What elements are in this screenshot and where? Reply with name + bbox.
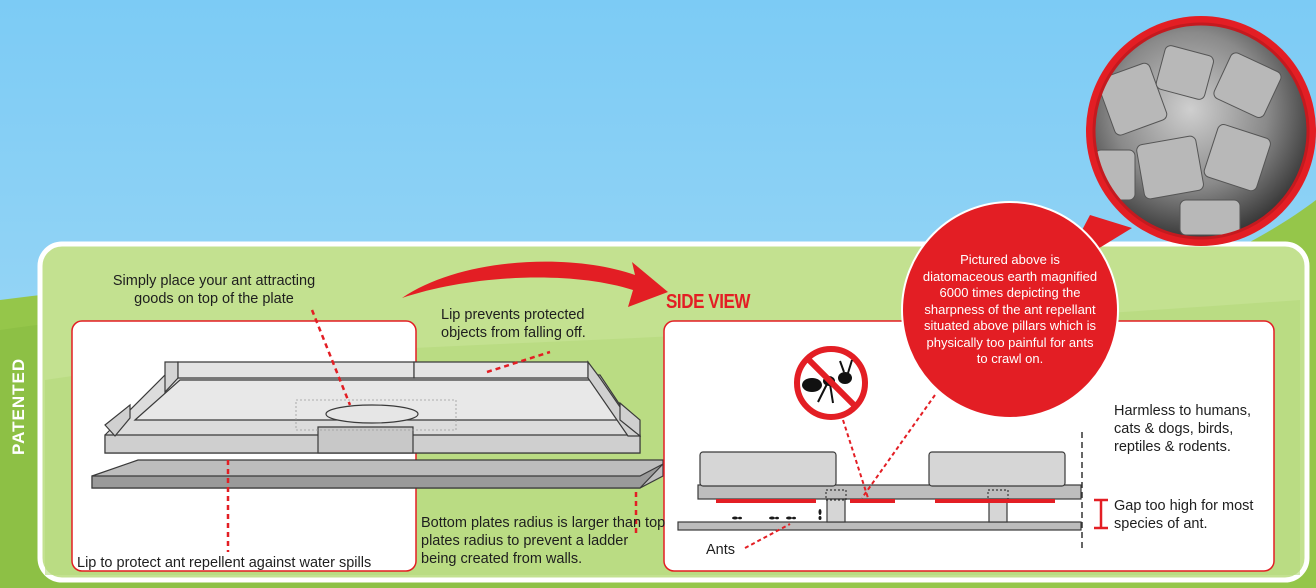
gap-text: Gap too high for most species of ant. — [1114, 498, 1254, 532]
repellent-strip-left — [716, 499, 816, 503]
caption-circle — [901, 201, 1119, 419]
diatomaceous-caption: Pictured above is diatomaceous earth mag… — [922, 252, 1098, 366]
leader-ants — [744, 523, 791, 549]
side-view-drawing — [677, 451, 1082, 531]
leader-diatomaceous — [861, 394, 936, 499]
callout-lip-prevents: Lip prevents protected objects from fall… — [441, 307, 586, 341]
ants-label: Ants — [706, 542, 736, 558]
magnifier-lens-icon — [1060, 16, 1316, 272]
repellent-strip-mid — [850, 499, 895, 503]
leader-lip-prevents — [486, 350, 551, 374]
callout-place-goods: Simply place your ant attracting goods o… — [112, 273, 316, 307]
patented-label: PATENTED — [9, 357, 28, 455]
ants-group — [732, 509, 822, 520]
plate-3d-drawing — [91, 360, 664, 489]
side-view-title: SIDE VIEW — [666, 291, 751, 313]
repellent-strip-right — [935, 499, 1055, 503]
callout-bottom-plates: Bottom plates radius is larger than top … — [421, 515, 666, 567]
callout-lip-protect: Lip to protect ant repellent against wat… — [77, 555, 372, 571]
gap-bracket — [1094, 498, 1108, 530]
curved-arrow-icon — [402, 261, 668, 307]
leader-place-goods — [310, 309, 352, 406]
harmless-text: Harmless to humans, cats & dogs, birds, … — [1114, 403, 1251, 455]
no-ants-icon — [794, 346, 868, 420]
